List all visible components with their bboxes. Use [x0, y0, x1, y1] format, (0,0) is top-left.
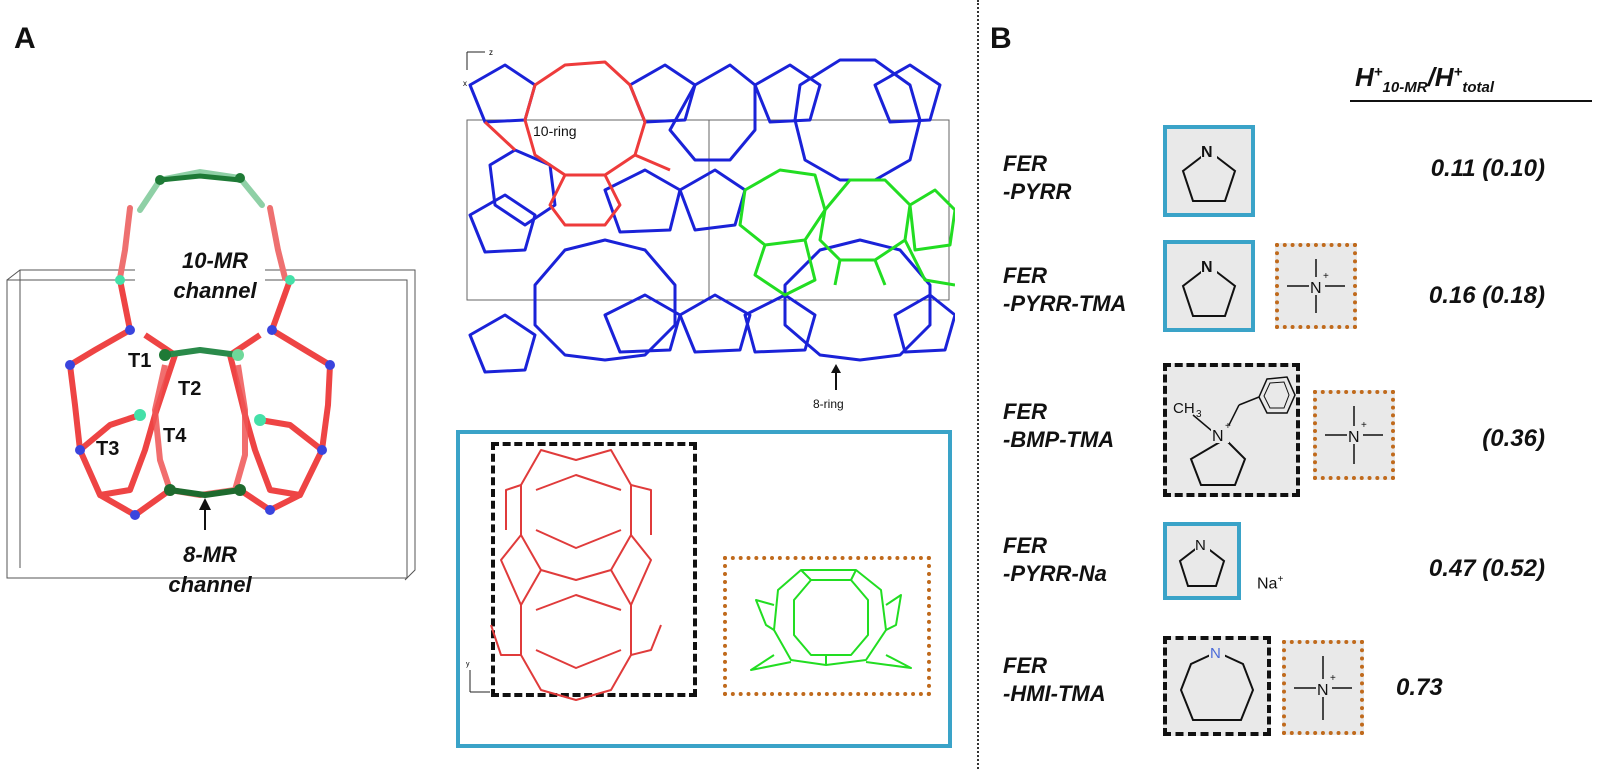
row-label-hmi-tma-l2: -HMI-TMA: [1003, 681, 1106, 706]
fer-projection-diagram: z x 10-r: [463, 48, 955, 411]
label-10-ring: 10-ring: [533, 123, 577, 139]
row-label-pyrr-tma-l1: FER: [1003, 263, 1047, 288]
bmp-n: N: [1212, 428, 1224, 445]
header-slash-h: /H: [1427, 62, 1454, 92]
tma-n-3: N: [1317, 682, 1329, 699]
pyrrolidine-structure-icon: N: [1178, 535, 1226, 587]
cage-structures: y z: [466, 449, 912, 701]
row-value-hmi-tma: 0.73: [1396, 674, 1443, 701]
label-8mr-line1: 8-MR: [183, 542, 237, 567]
hmi-structure-icon: N: [1179, 642, 1255, 721]
header-sup2: +: [1453, 63, 1463, 81]
row-value-pyrr-na: 0.47 (0.52): [1428, 555, 1545, 582]
tma-plus-3: +: [1330, 673, 1336, 684]
row-label-pyrr-tma-l2: -PYRR-TMA: [1003, 291, 1127, 316]
na-plus: +: [1277, 574, 1284, 585]
label-10mr-line2: channel: [173, 278, 257, 303]
pyrr-n-2: N: [1201, 259, 1213, 276]
row-label-pyrr: FER -PYRR: [1003, 150, 1071, 206]
tma-n-1: N: [1310, 280, 1322, 297]
tma-plus-2: +: [1361, 420, 1367, 431]
column-header-h-ratio: H+10-MR/H+total: [1355, 62, 1494, 96]
axis-bottom-z: z: [492, 689, 496, 696]
row-label-pyrr-na-l2: -PYRR-Na: [1003, 561, 1107, 586]
bmp-molecule-box: N + CH 3: [1163, 363, 1300, 497]
bmp-ch3-sub: 3: [1196, 409, 1202, 420]
site-label-t2: T2: [178, 378, 202, 400]
header-h1: H: [1355, 62, 1374, 92]
tma-plus-1: +: [1323, 271, 1329, 282]
header-sub1: 10-MR: [1382, 79, 1428, 97]
row-label-pyrr-na-l1: FER: [1003, 533, 1047, 558]
label-10mr-channel: 10-MR channel: [160, 246, 270, 306]
header-underline: [1350, 100, 1592, 102]
site-label-t3: T3: [96, 438, 120, 460]
label-8-ring: 8-ring: [813, 397, 844, 411]
fer-framework-3d: [6, 168, 416, 581]
axis-top-x: x: [463, 79, 467, 88]
cage-frame-small: [723, 556, 931, 696]
pyrr-molecule-box-1: N: [1163, 125, 1255, 217]
cage-comparison-box: [456, 430, 952, 748]
pyrrolidine-structure-icon: N: [1181, 141, 1237, 202]
header-sub2: total: [1462, 79, 1494, 97]
hmi-molecule-box: N: [1163, 636, 1271, 736]
pyrr-molecule-box-2: N: [1163, 240, 1255, 332]
tma-structure-icon: N +: [1287, 259, 1345, 313]
small-cage-green: [750, 569, 912, 671]
pyrr-n-1: N: [1201, 144, 1213, 161]
pyrr-molecule-box-3: N: [1163, 522, 1241, 600]
header-sup1: +: [1373, 63, 1383, 81]
row-value-pyrr: 0.11 (0.10): [1430, 155, 1545, 182]
row-label-pyrr-l2: -PYRR: [1003, 179, 1072, 204]
axis-top-z: z: [489, 48, 493, 57]
sodium-cation: Na+: [1257, 574, 1283, 593]
tma-molecule-box-3: N +: [1282, 640, 1364, 735]
label-8mr-line2: channel: [168, 572, 252, 597]
row-label-bmp-tma-l2: -BMP-TMA: [1003, 427, 1115, 452]
row-value-pyrr-tma: 0.16 (0.18): [1428, 282, 1545, 309]
bmp-n-plus: +: [1225, 421, 1231, 432]
site-label-t4: T4: [163, 425, 187, 447]
tma-structure-icon: N +: [1294, 656, 1352, 720]
bmp-ch3: CH: [1173, 400, 1195, 417]
pyrr-n-3: N: [1195, 537, 1206, 554]
row-label-pyrr-l1: FER: [1003, 151, 1047, 176]
row-label-bmp-tma-l1: FER: [1003, 399, 1047, 424]
na-label: Na: [1257, 575, 1278, 593]
row-label-bmp-tma: FER -BMP-TMA: [1003, 398, 1114, 454]
label-10mr-line1: 10-MR: [181, 248, 248, 273]
panel-divider: [977, 0, 979, 769]
pyrrolidine-structure-icon: N: [1181, 256, 1237, 317]
row-value-bmp-tma: (0.36): [1482, 425, 1545, 452]
site-label-t1: T1: [128, 350, 152, 372]
tma-molecule-box-1: N +: [1275, 243, 1357, 329]
panel-b-letter: B: [990, 22, 1012, 55]
row-label-hmi-tma-l1: FER: [1003, 653, 1047, 678]
hmi-n: N: [1210, 645, 1221, 662]
axis-bottom-y: y: [466, 661, 470, 668]
tma-structure-icon: N +: [1325, 406, 1383, 464]
label-8mr-channel: 8-MR channel: [155, 540, 265, 600]
row-label-hmi-tma: FER -HMI-TMA: [1003, 652, 1106, 708]
panel-a-letter: A: [14, 22, 36, 55]
row-label-pyrr-na: FER -PYRR-Na: [1003, 532, 1107, 588]
tma-molecule-box-2: N +: [1313, 390, 1395, 480]
tma-n-2: N: [1348, 429, 1360, 446]
large-cage-red: [490, 449, 662, 701]
row-label-pyrr-tma: FER -PYRR-TMA: [1003, 262, 1126, 318]
bmp-structure-icon: N + CH 3: [1173, 376, 1296, 486]
